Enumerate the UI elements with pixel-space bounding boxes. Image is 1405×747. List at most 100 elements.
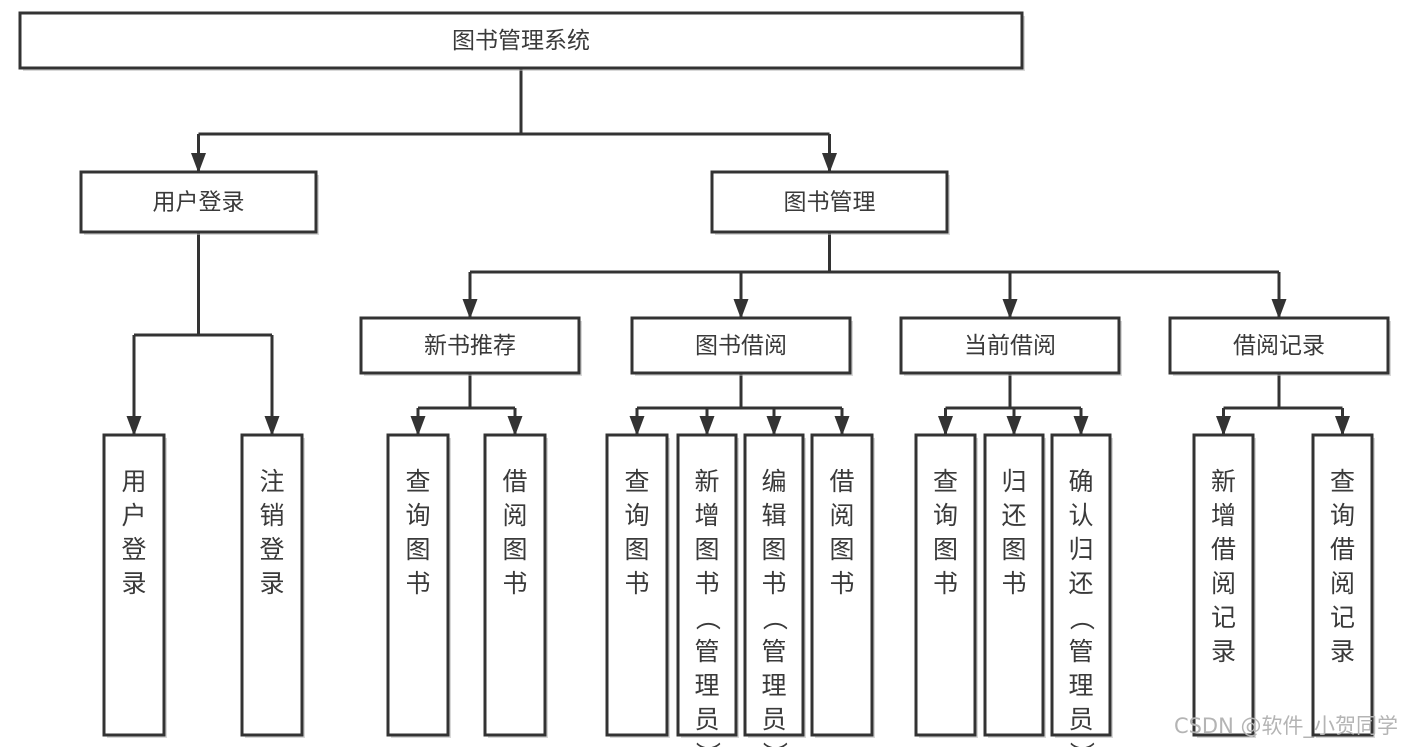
- node-box[interactable]: [810, 433, 874, 737]
- node-box[interactable]: [983, 433, 1045, 737]
- node-box[interactable]: [79, 170, 318, 234]
- node-label-char: 增: [694, 501, 719, 530]
- node-label: 图书管理: [784, 190, 876, 216]
- node-label-char: 阅: [1330, 569, 1355, 598]
- node-label-char: 记: [1330, 603, 1355, 632]
- node-box[interactable]: [630, 316, 852, 375]
- node-label-char: 新: [1211, 467, 1236, 496]
- node-layer: 图书管理系统用户登录图书管理新书推荐图书借阅当前借阅借阅记录用户登录注销登录查询…: [18, 11, 1391, 747]
- node-label-char: 理: [1068, 671, 1093, 700]
- node-label-char: 理: [761, 671, 786, 700]
- node-box[interactable]: [914, 433, 977, 737]
- node-label-char: 查: [624, 467, 649, 496]
- node-label-char: 录: [121, 569, 146, 598]
- node-box[interactable]: [1050, 433, 1112, 737]
- node-label-char: 管: [1068, 637, 1093, 666]
- connector-group: [410, 373, 523, 436]
- node-label-char: 询: [624, 501, 649, 530]
- node-box[interactable]: [483, 433, 547, 737]
- node-label-char: 辑: [761, 501, 786, 530]
- node-label-char: （: [1067, 605, 1096, 630]
- node-label-char: 录: [1211, 637, 1236, 666]
- node-label-char: 图: [933, 535, 958, 564]
- node-label-char: 销: [259, 501, 284, 530]
- node-label-char: 询: [1330, 501, 1355, 530]
- node-label-char: （: [693, 605, 722, 630]
- node-label-char: 借: [1330, 535, 1355, 564]
- node-label-char: 书: [761, 569, 786, 598]
- node-label-char: 归: [1068, 535, 1093, 564]
- node-label-char: 查: [1330, 467, 1355, 496]
- node-label-char: 借: [829, 467, 854, 496]
- node-box[interactable]: [605, 433, 669, 737]
- node-label-char: （: [760, 605, 789, 630]
- node-label: 新书推荐: [424, 333, 516, 359]
- node-label-char: 图: [502, 535, 527, 564]
- node-label-char: 图: [1001, 535, 1026, 564]
- node-new-book-recommend[interactable]: 新书推荐: [359, 316, 582, 376]
- node-label: 借阅记录: [1233, 333, 1325, 359]
- node-box[interactable]: [359, 316, 581, 375]
- node-label-char: 书: [405, 569, 430, 598]
- node-root[interactable]: 图书管理系统: [18, 11, 1025, 71]
- node-label-char: 录: [1330, 637, 1355, 666]
- node-current-borrow[interactable]: 当前借阅: [899, 316, 1122, 376]
- node-box[interactable]: [386, 433, 450, 737]
- node-label-char: 查: [933, 467, 958, 496]
- node-box[interactable]: [1311, 433, 1374, 737]
- node-book-manage[interactable]: 图书管理: [710, 170, 950, 235]
- node-book-borrow[interactable]: 图书借阅: [630, 316, 853, 376]
- node-box[interactable]: [18, 11, 1024, 70]
- node-label-char: ）: [693, 741, 722, 747]
- node-label: 图书管理系统: [452, 28, 590, 54]
- node-box[interactable]: [899, 316, 1121, 375]
- node-label-char: 登: [259, 535, 284, 564]
- node-label-char: 新: [694, 467, 719, 496]
- node-label-char: 注: [259, 467, 284, 496]
- node-box[interactable]: [102, 433, 166, 737]
- node-label-char: 图: [761, 535, 786, 564]
- node-user-login[interactable]: 用户登录: [79, 170, 319, 235]
- node-label-char: 书: [1001, 569, 1026, 598]
- node-label-char: 还: [1068, 569, 1093, 598]
- node-box[interactable]: [710, 170, 949, 234]
- node-label-char: 编: [761, 467, 786, 496]
- node-label-char: 图: [405, 535, 430, 564]
- node-borrow-record[interactable]: 借阅记录: [1168, 316, 1391, 376]
- node-box[interactable]: [1192, 433, 1255, 737]
- node-leaf-user-login[interactable]: 用户登录: [102, 433, 167, 738]
- node-label-char: 阅: [502, 501, 527, 530]
- node-label-char: 员: [694, 705, 719, 734]
- node-box[interactable]: [743, 433, 805, 737]
- node-label-char: 询: [933, 501, 958, 530]
- node-label: 当前借阅: [964, 333, 1056, 359]
- node-label-char: 书: [933, 569, 958, 598]
- node-label-char: 登: [121, 535, 146, 564]
- node-box[interactable]: [1168, 316, 1390, 375]
- node-label-char: 图: [694, 535, 719, 564]
- node-label-char: 确: [1068, 467, 1093, 496]
- node-box[interactable]: [676, 433, 738, 737]
- node-label-char: 书: [829, 569, 854, 598]
- node-box[interactable]: [240, 433, 304, 737]
